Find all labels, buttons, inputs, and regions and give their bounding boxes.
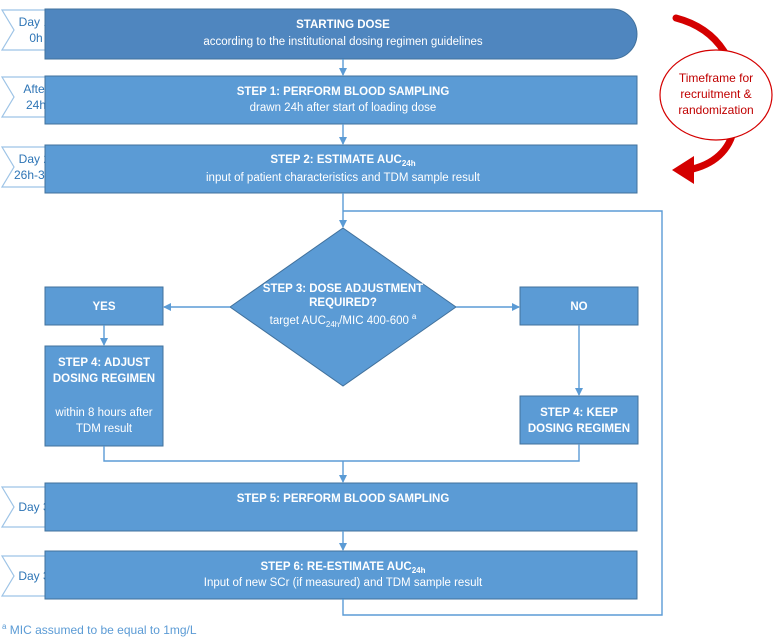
- no-box: NO: [519, 286, 639, 326]
- footnote: a MIC assumed to be equal to 1mg/L: [2, 622, 197, 637]
- timeframe-line3: randomization: [678, 103, 753, 117]
- step3-decision: STEP 3: DOSE ADJUSTMENT REQUIRED? target…: [229, 227, 457, 387]
- timeframe-line1: Timeframe for: [679, 71, 753, 85]
- yes-label: YES: [92, 301, 115, 313]
- step1-title: STEP 1: PERFORM BLOOD SAMPLING: [237, 86, 450, 98]
- step4-keep-line2: DOSING REGIMEN: [528, 423, 630, 435]
- step4-keep-line1: STEP 4: KEEP: [540, 407, 618, 419]
- step4-adjust-line4: TDM result: [76, 423, 133, 435]
- starting-dose-title: STARTING DOSE: [296, 19, 390, 31]
- timeframe-line2: recruitment &: [680, 87, 751, 101]
- step3-line1: STEP 3: DOSE ADJUSTMENT: [263, 283, 423, 295]
- step3-line2: REQUIRED?: [309, 297, 377, 309]
- day3b-label: Day 3: [18, 569, 50, 583]
- yes-box: YES: [44, 286, 164, 326]
- timeframe-arrowhead-icon: [672, 156, 694, 184]
- connectors: [100, 59, 663, 616]
- step6-text: Input of new SCr (if measured) and TDM s…: [204, 577, 483, 589]
- after24-line2: 24h: [26, 98, 46, 112]
- starting-dose-text: according to the institutional dosing re…: [203, 36, 483, 48]
- step4-adjust-line1: STEP 4: ADJUST: [58, 357, 150, 369]
- no-label: NO: [570, 301, 587, 313]
- step6-title: STEP 6: RE-ESTIMATE AUC24h: [260, 561, 425, 575]
- step6-box: STEP 6: RE-ESTIMATE AUC24h Input of new …: [44, 550, 638, 600]
- step4-keep-box: STEP 4: KEEP DOSING REGIMEN: [519, 395, 639, 445]
- step4-adjust-box: STEP 4: ADJUST DOSING REGIMEN within 8 h…: [44, 345, 164, 447]
- day1-line2: 0h: [29, 31, 42, 45]
- step2-box: STEP 2: ESTIMATE AUC24h input of patient…: [44, 144, 638, 194]
- after24-line1: After: [23, 82, 48, 96]
- step1-text: drawn 24h after start of loading dose: [250, 102, 437, 114]
- day3a-label: Day 3: [18, 500, 50, 514]
- step4-adjust-line3: within 8 hours after: [54, 407, 152, 419]
- starting-dose-box: STARTING DOSE according to the instituti…: [44, 8, 638, 60]
- step4-adjust-line2: DOSING REGIMEN: [53, 373, 155, 385]
- step2-text: input of patient characteristics and TDM…: [206, 172, 481, 184]
- step5-box: STEP 5: PERFORM BLOOD SAMPLING: [44, 482, 638, 532]
- step1-box: STEP 1: PERFORM BLOOD SAMPLING drawn 24h…: [44, 75, 638, 125]
- step5-title: STEP 5: PERFORM BLOOD SAMPLING: [237, 493, 450, 505]
- step2-title: STEP 2: ESTIMATE AUC24h: [270, 154, 415, 168]
- timeframe-callout: Timeframe for recruitment & randomizatio…: [659, 14, 773, 184]
